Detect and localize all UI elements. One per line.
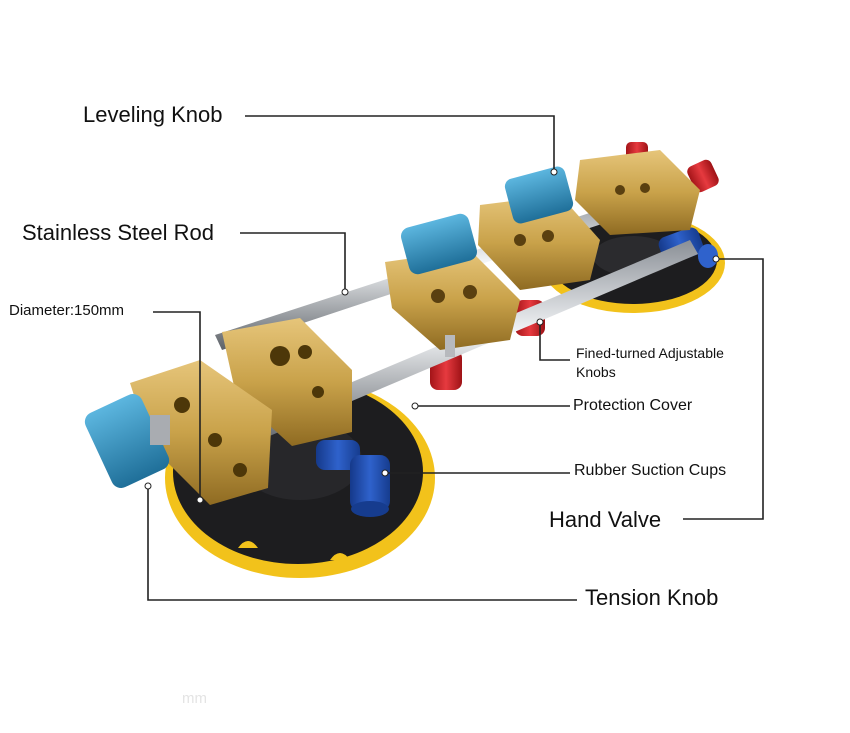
faint-watermark-text: mm: [182, 690, 207, 707]
blue-leveling-knobs: [401, 166, 574, 275]
front-hand-valve: [316, 440, 390, 517]
label-tension-knob: Tension Knob: [585, 585, 719, 610]
leader-lines: [147, 115, 764, 601]
label-hand-valve: Hand Valve: [549, 507, 662, 532]
label-rubber-suction-cups: Rubber Suction Cups: [574, 462, 727, 479]
label-protection-cover: Protection Cover: [573, 397, 693, 414]
label-fine-turned-line1: Fined-turned Adjustable: [576, 345, 724, 361]
label-fine-turned-line2: Knobs: [576, 364, 616, 380]
label-stainless-steel-rod: Stainless Steel Rod: [22, 220, 214, 245]
back-brass-blocks: [478, 150, 700, 290]
leader-endpoints: [144, 168, 720, 504]
front-brass-blocks: [130, 318, 352, 505]
label-leveling-knob: Leveling Knob: [83, 102, 223, 127]
label-fine-turned-knobs: Fined-turned Adjustable Knobs: [576, 344, 776, 382]
blue-tension-knob: [84, 394, 170, 488]
middle-brass-block: [385, 250, 520, 357]
label-diameter: Diameter:150mm: [9, 302, 125, 319]
